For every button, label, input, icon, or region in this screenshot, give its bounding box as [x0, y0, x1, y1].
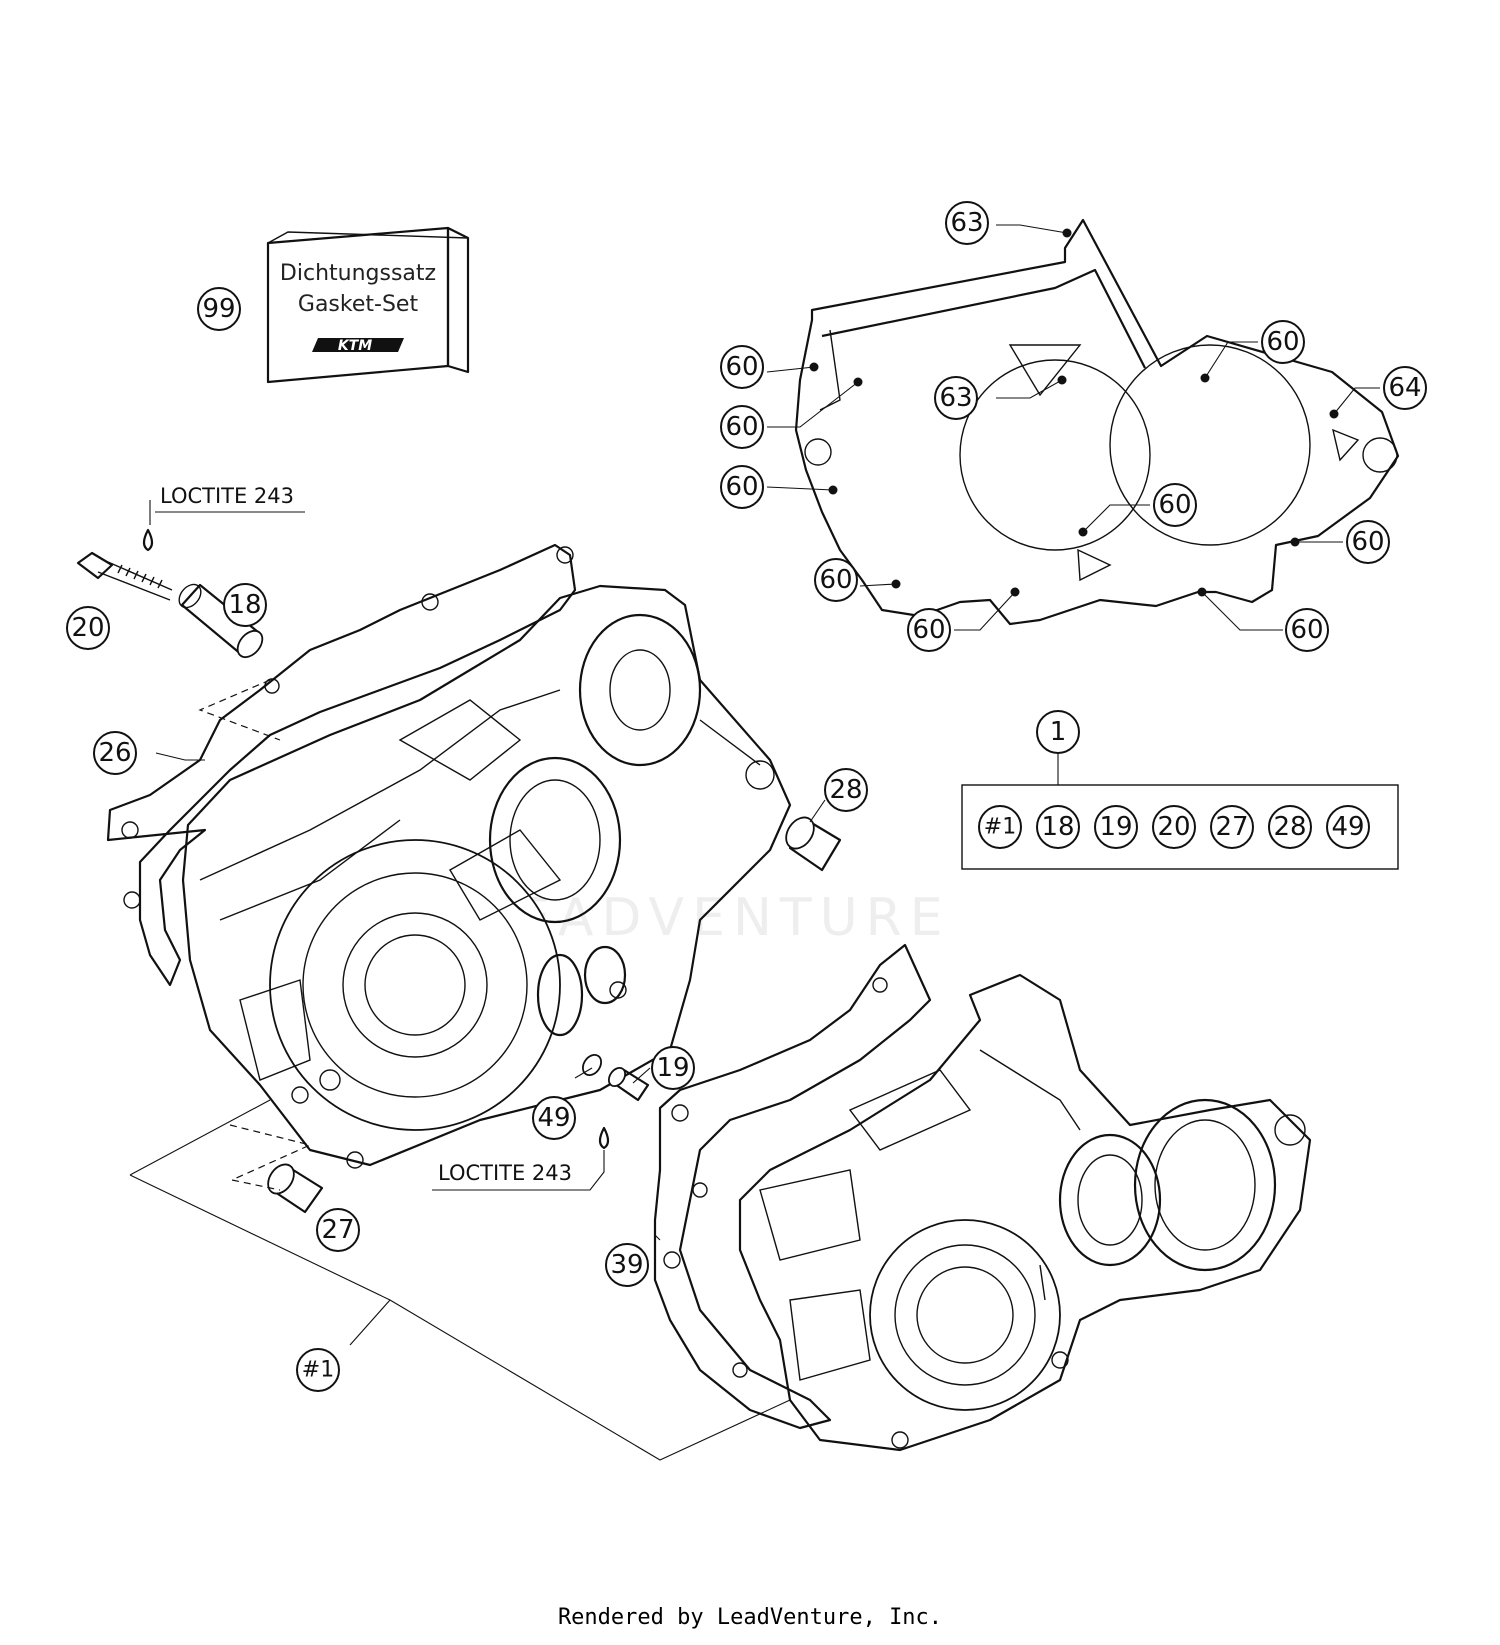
svg-text:27: 27 [1215, 812, 1248, 842]
svg-text:20: 20 [71, 613, 104, 643]
svg-text:63: 63 [939, 383, 972, 413]
kit-item-27: 27 [1210, 805, 1254, 849]
callout-60-7: 60 [1153, 483, 1197, 527]
svg-text:1: 1 [1050, 717, 1067, 747]
dowel-18-guide [198, 679, 281, 741]
callout-99: 99 [197, 287, 241, 331]
crankcase-right-half [738, 973, 1312, 1452]
callout-60-4: 60 [814, 558, 858, 602]
svg-text:39: 39 [610, 1250, 643, 1280]
kit-item-20: 20 [1152, 805, 1196, 849]
svg-text:#1: #1 [302, 1358, 334, 1383]
kit-item-hash1: #1 [978, 805, 1022, 849]
callout-63-middle: 63 [934, 376, 978, 420]
kit-item-18: 18 [1036, 805, 1080, 849]
svg-text:18: 18 [228, 590, 261, 620]
crankcase-left-half [181, 584, 792, 1169]
svg-text:60: 60 [1351, 527, 1384, 557]
callout-60-9: 60 [1285, 608, 1329, 652]
callout-28: 28 [824, 768, 868, 812]
washer-49 [582, 1053, 602, 1077]
svg-text:27: 27 [321, 1215, 354, 1245]
bracket-left [129, 1099, 271, 1176]
dowel-18 [178, 583, 264, 659]
crankcase-gasket-upper [794, 218, 1400, 626]
svg-text:#1: #1 [984, 815, 1016, 840]
svg-text:60: 60 [725, 412, 758, 442]
svg-text:28: 28 [1273, 812, 1306, 842]
svg-text:63: 63 [950, 208, 983, 238]
gasket-39 [653, 943, 932, 1430]
ktm-logo: KTM [312, 338, 404, 354]
callout-60-3: 60 [720, 465, 764, 509]
bracket-bottom [129, 1174, 791, 1461]
upper-gasket-leaders [766, 224, 1380, 631]
bushing-28 [785, 816, 842, 872]
svg-text:60: 60 [1266, 327, 1299, 357]
plug-19 [607, 1066, 650, 1102]
callout-63-top: 63 [945, 201, 989, 245]
svg-text:20: 20 [1157, 812, 1190, 842]
callout-19: 19 [651, 1046, 695, 1090]
loctite-bottom-note: LOCTITE 243 [438, 1161, 572, 1185]
callout-27: 27 [316, 1208, 360, 1252]
callout-64: 64 [1383, 366, 1427, 410]
callout-26: 26 [93, 731, 137, 775]
callout-60-5: 60 [907, 608, 951, 652]
callout-39: 39 [605, 1243, 649, 1287]
svg-text:49: 49 [1331, 812, 1364, 842]
callout-60-1: 60 [720, 345, 764, 389]
gasket-box-line2: Gasket-Set [298, 292, 419, 317]
svg-text:28: 28 [829, 775, 862, 805]
kit-item-19: 19 [1094, 805, 1138, 849]
callout-18: 18 [223, 583, 267, 627]
svg-text:19: 19 [656, 1053, 689, 1083]
gasket-set-box: Dichtungssatz Gasket-Set KTM [266, 226, 470, 384]
kit-box [961, 752, 1399, 870]
loctite-top-note: LOCTITE 243 [160, 484, 294, 508]
svg-text:19: 19 [1099, 812, 1132, 842]
svg-text:64: 64 [1388, 373, 1421, 403]
svg-text:26: 26 [98, 738, 131, 768]
callout-hash1: #1 [296, 1348, 340, 1392]
svg-text:49: 49 [537, 1103, 570, 1133]
svg-text:60: 60 [912, 615, 945, 645]
loctite-drop-top [142, 528, 154, 552]
kit-item-49: 49 [1326, 805, 1370, 849]
callout-60-2: 60 [720, 405, 764, 449]
callout-60-8: 60 [1346, 520, 1390, 564]
kit-item-28: 28 [1268, 805, 1312, 849]
svg-text:60: 60 [1158, 490, 1191, 520]
callout-60-6: 60 [1261, 320, 1305, 364]
svg-text:60: 60 [725, 472, 758, 502]
callout-1: 1 [1036, 710, 1080, 754]
svg-text:60: 60 [819, 565, 852, 595]
svg-text:18: 18 [1041, 812, 1074, 842]
svg-text:99: 99 [202, 294, 235, 324]
svg-text:60: 60 [725, 352, 758, 382]
callout-49: 49 [532, 1096, 576, 1140]
watermark: LEADVENTURE [480, 888, 951, 948]
loctite-drop-bottom [598, 1126, 610, 1150]
svg-text:60: 60 [1290, 615, 1323, 645]
screw-20 [76, 551, 173, 601]
hash1-leader [349, 1299, 391, 1346]
bushing-27 [267, 1163, 324, 1214]
gasket-26 [106, 543, 577, 987]
svg-text:KTM: KTM [338, 338, 372, 354]
gasket-box-line1: Dichtungssatz [280, 261, 436, 286]
callout-20: 20 [66, 606, 110, 650]
footer-credit: Rendered by LeadVenture, Inc. [557, 1605, 943, 1630]
